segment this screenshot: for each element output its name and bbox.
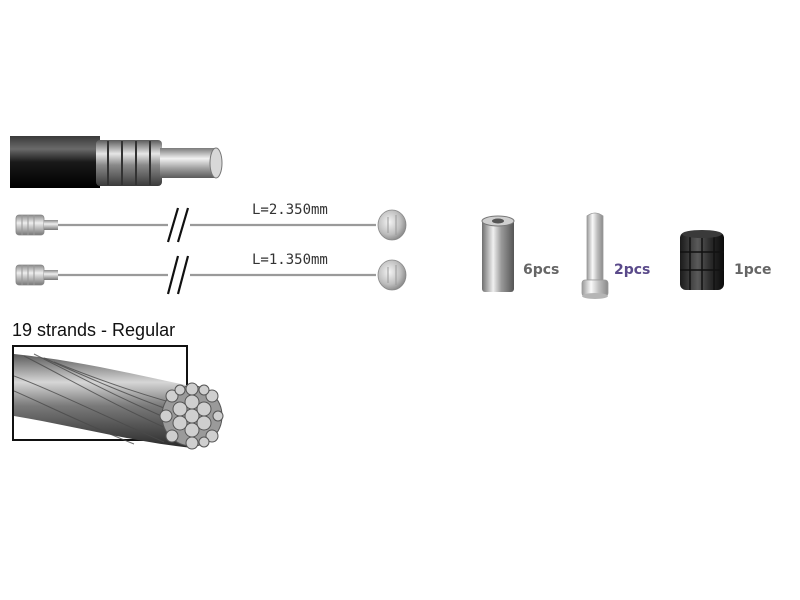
rubber-grommet-icon [680, 230, 724, 290]
part-quantity-label: 6pcs [523, 262, 560, 278]
part-quantity-label: 2pcs [614, 262, 651, 278]
part-quantity-label: 1pce [734, 262, 772, 278]
cable-housing-with-ferrule-icon [10, 136, 223, 188]
ferrule-cap-icon [481, 215, 515, 292]
inner-cable-short-icon [15, 255, 407, 295]
cable-length-label: L=1.350mm [252, 252, 328, 268]
wire-strand-cross-section-icon [14, 353, 224, 450]
strand-title: 19 strands - Regular [12, 320, 176, 340]
cable-length-label: L=2.350mm [252, 202, 328, 218]
cable-end-crimp-icon [581, 212, 609, 299]
inner-cable-long-icon [15, 207, 407, 243]
